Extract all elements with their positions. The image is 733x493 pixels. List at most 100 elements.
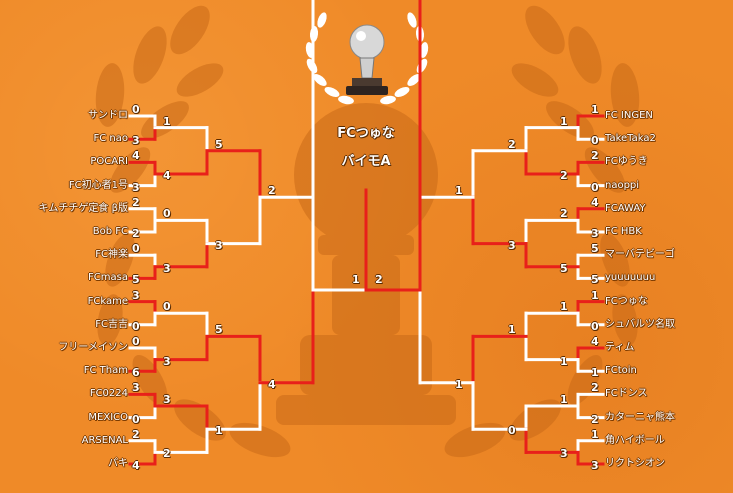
score-label: 3 <box>163 393 171 406</box>
team-name: パキ <box>108 458 128 469</box>
score-label: 4 <box>591 335 599 348</box>
team-name: FC0224 <box>89 388 128 400</box>
score-label: 5 <box>215 323 223 337</box>
score-label: 5 <box>560 261 568 275</box>
score-label: 2 <box>560 207 568 221</box>
team-name: サンドロ <box>88 110 128 121</box>
score-label: 1 <box>215 424 223 438</box>
score-label: 1 <box>591 366 599 380</box>
score-label: 3 <box>163 261 171 275</box>
team-name: FC HBK <box>605 226 642 237</box>
team-name: キムチチゲ定食 β版 <box>38 202 128 214</box>
trophy-icon <box>346 24 388 95</box>
score-label: 3 <box>591 459 599 472</box>
champion-subtitle: バイモA <box>341 154 391 169</box>
score-label: 2 <box>132 195 140 209</box>
score-label: 5 <box>215 137 223 151</box>
team-name: 角ハイボール <box>605 434 665 446</box>
team-name: FCドンス <box>605 388 648 400</box>
score-label: 3 <box>132 381 140 395</box>
score-label: 0 <box>163 207 171 221</box>
team-name: FC INGEN <box>605 110 653 121</box>
score-label: 4 <box>132 459 140 472</box>
team-name: カターニャ熊本 <box>605 411 675 423</box>
score-label: 4 <box>163 169 171 182</box>
score-label: 1 <box>455 377 463 391</box>
score-label: 3 <box>132 134 140 148</box>
team-name: FCつゅな <box>605 295 648 307</box>
team-name: マーバテビーゴ <box>605 249 675 261</box>
score-label: 0 <box>591 319 599 333</box>
score-label: 0 <box>132 412 140 426</box>
champion-name: FCつゅな <box>337 126 395 141</box>
score-label: 2 <box>163 447 171 461</box>
team-name: yuuuuuuu <box>605 272 656 284</box>
team-name: FCkame <box>87 295 128 307</box>
score-label: 2 <box>560 169 568 182</box>
score-label: 1 <box>560 300 568 314</box>
left-laurel-watermark <box>95 5 291 458</box>
score-label: 3 <box>132 288 140 302</box>
score-label: 4 <box>132 149 140 163</box>
score-label: 5 <box>132 273 140 287</box>
team-name: POCARI <box>90 156 128 168</box>
team-name: naoppi <box>605 179 640 191</box>
score-label: 1 <box>560 114 568 128</box>
score-label: 1 <box>591 103 599 116</box>
score-label: 2 <box>591 149 599 163</box>
score-label: 1 <box>560 354 568 368</box>
score-label: 3 <box>591 227 599 240</box>
score-label: 1 <box>560 393 568 406</box>
score-label: 5 <box>591 242 599 256</box>
score-label: 0 <box>591 134 599 148</box>
score-label: 0 <box>163 300 171 314</box>
team-name: FC吉吉 <box>95 318 128 330</box>
score-label: 2 <box>591 381 599 395</box>
score-label: 2 <box>591 412 599 426</box>
team-name: FCmasa <box>88 272 128 284</box>
team-name: FC Tham <box>83 365 128 377</box>
score-label: 2 <box>132 227 140 240</box>
score-label: 5 <box>591 273 599 287</box>
score-label: 2 <box>268 184 276 198</box>
team-name: シュバルツ名取 <box>605 318 675 330</box>
team-name: FC神楽 <box>95 249 128 261</box>
team-name: FCAWAY <box>605 202 646 214</box>
score-label: 3 <box>132 180 140 194</box>
score-label: 2 <box>508 137 516 151</box>
final-score-left: 1 <box>352 273 360 286</box>
score-label: 0 <box>132 319 140 333</box>
team-name: リクトシオン <box>605 458 665 469</box>
score-label: 0 <box>591 180 599 194</box>
team-name: FCゆうき <box>605 156 648 168</box>
score-label: 3 <box>163 354 171 368</box>
score-label: 1 <box>455 184 463 198</box>
team-name: MEXICO <box>88 411 128 423</box>
team-name: ティム <box>605 342 635 353</box>
team-name: FC初心者1号 <box>68 179 128 191</box>
final-score-right: 2 <box>375 273 383 286</box>
team-name: Bob FC <box>92 226 128 237</box>
team-name: TakeTaka2 <box>605 133 656 145</box>
score-label: 1 <box>591 427 599 441</box>
trophy-silhouette-watermark <box>276 103 456 425</box>
score-label: 1 <box>591 288 599 302</box>
score-label: 2 <box>132 427 140 441</box>
score-label: 3 <box>215 238 223 252</box>
score-label: 0 <box>508 424 516 438</box>
team-name: ARSENAL <box>81 434 128 446</box>
score-label: 1 <box>508 323 516 337</box>
score-label: 4 <box>268 377 276 391</box>
team-name: フリーメイソン <box>58 342 128 353</box>
score-label: 0 <box>132 242 140 256</box>
score-label: 1 <box>163 114 171 128</box>
score-label: 6 <box>132 366 140 380</box>
right-laurel-watermark <box>444 5 640 458</box>
team-name: FCtoin <box>605 365 637 377</box>
score-label: 0 <box>132 335 140 348</box>
score-label: 3 <box>508 238 516 252</box>
score-label: 0 <box>132 103 140 116</box>
